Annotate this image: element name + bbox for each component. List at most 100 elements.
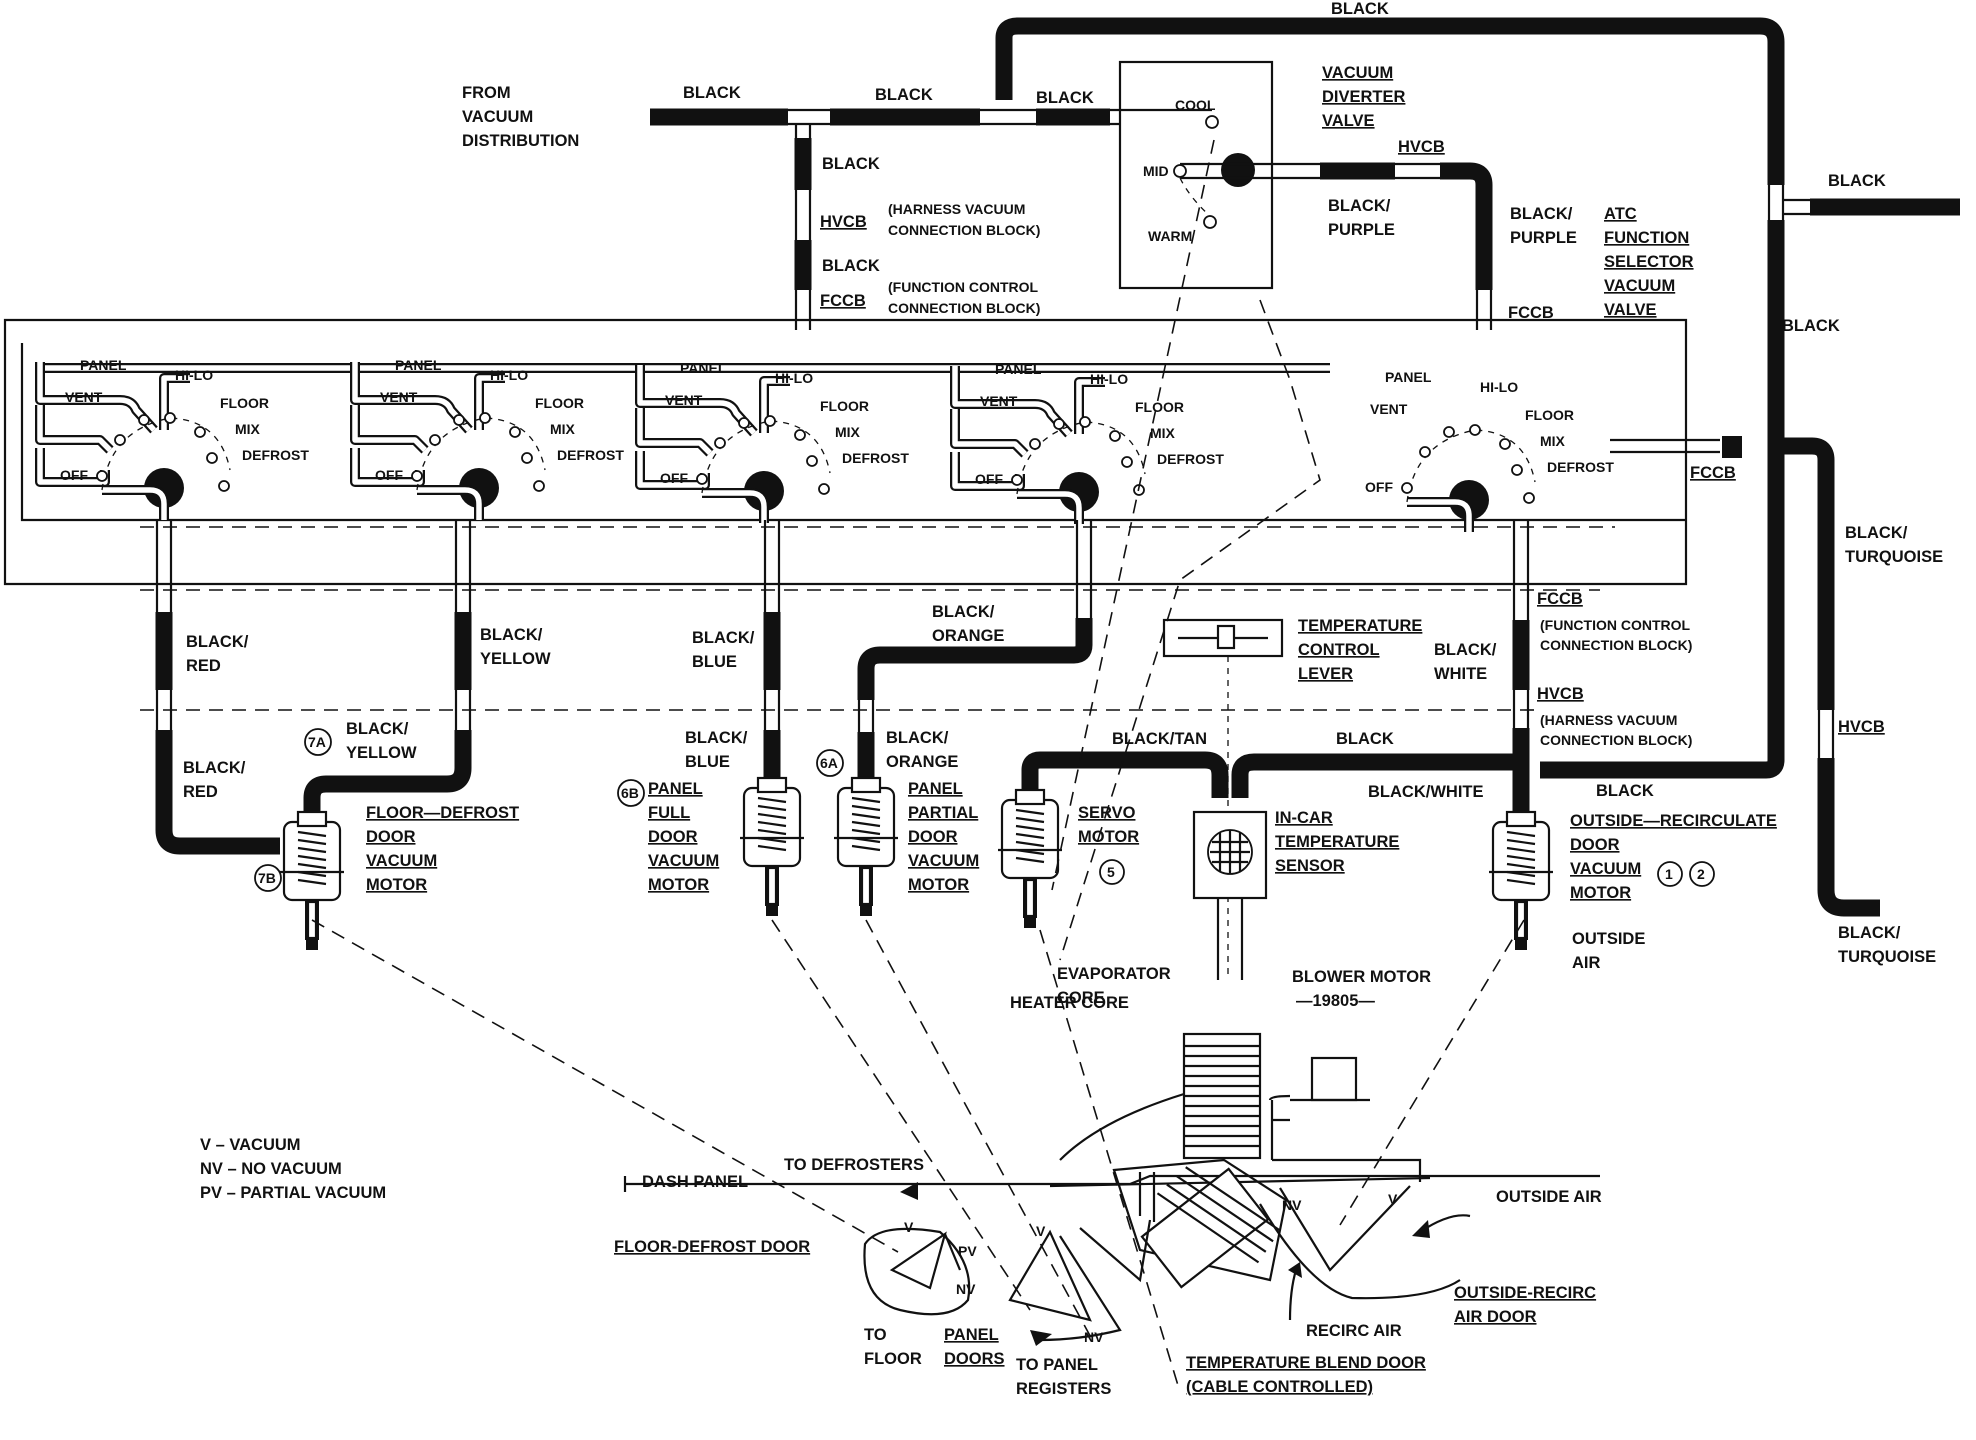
selector-off-label: OFF — [375, 467, 403, 483]
svg-text:PV – PARTIAL VACUUM: PV – PARTIAL VACUUM — [200, 1184, 386, 1202]
svg-text:BLACK/: BLACK/ — [1838, 924, 1901, 942]
svg-text:FCCB: FCCB — [1537, 590, 1583, 608]
diverter-warm: WARM — [1148, 228, 1192, 244]
linkage-lines — [311, 139, 1525, 1393]
selector-panel-label: PANEL — [995, 361, 1042, 377]
svg-text:PANEL: PANEL — [648, 780, 703, 798]
blower-motor — [1268, 1056, 1422, 1182]
svg-text:BLACK: BLACK — [1036, 89, 1094, 107]
selector-off-label: OFF — [975, 471, 1003, 487]
svg-text:NV – NO VACUUM: NV – NO VACUUM — [200, 1160, 342, 1178]
selector-floor-label: FLOOR — [1525, 407, 1574, 423]
svg-text:DOOR: DOOR — [366, 828, 416, 846]
svg-text:RECIRC AIR: RECIRC AIR — [1306, 1322, 1402, 1340]
dash-panel — [623, 1174, 1600, 1192]
svg-text:V – VACUUM: V – VACUUM — [200, 1136, 301, 1154]
outside-recirc-motor — [1489, 810, 1553, 950]
svg-text:CONTROL: CONTROL — [1298, 641, 1380, 659]
fccb-top-label: FCCB (FUNCTION CONTROL CONNECTION BLOCK) — [820, 279, 1040, 316]
svg-text:2: 2 — [1697, 866, 1705, 882]
selector-units: PANEL VENT OFF HI-LO FLOOR MIX DEFROST PANEL VEN… — [35, 357, 1614, 532]
svg-text:VACUUM: VACUUM — [1604, 277, 1675, 295]
defroster-arrow — [900, 1182, 918, 1200]
hose-fccb-right: FCCB — [1610, 436, 1742, 482]
selector-mix-label: MIX — [550, 421, 576, 437]
selector-off-label: OFF — [60, 467, 88, 483]
svg-text:MOTOR: MOTOR — [1078, 828, 1139, 846]
svg-text:MOTOR: MOTOR — [366, 876, 427, 894]
svg-text:BLACK: BLACK — [1596, 782, 1654, 800]
selector-defrost-label: DEFROST — [1547, 459, 1614, 475]
svg-text:FLOOR: FLOOR — [864, 1350, 922, 1368]
svg-text:AIR: AIR — [1572, 954, 1601, 972]
svg-text:7A: 7A — [308, 734, 326, 750]
hose-black-yellow: BLACK/ YELLOW BLACK/ YELLOW — [303, 520, 551, 812]
svg-text:EVAPORATOR: EVAPORATOR — [1057, 965, 1171, 983]
selector-off-label: OFF — [660, 470, 688, 486]
panel-full-motor-label: PANEL FULL DOOR VACUUM MOTOR — [648, 780, 719, 894]
selector-floor-label: FLOOR — [1135, 399, 1184, 415]
svg-text:CORE: CORE — [1057, 989, 1105, 1007]
svg-text:PARTIAL: PARTIAL — [908, 804, 978, 822]
selector-panel-label: PANEL — [1385, 369, 1432, 385]
panel-full-motor — [740, 776, 804, 916]
hose-black-upper-loop: BLACK BLACK BLACK BLACK — [995, 0, 1960, 800]
vacuum-diverter-valve: COOL MID WARM VACUUM DIVERTER VALVE — [1118, 60, 1406, 290]
svg-text:HVCB: HVCB — [1537, 685, 1584, 703]
svg-text:FCCB: FCCB — [1508, 304, 1554, 322]
svg-text:NV: NV — [1084, 1329, 1104, 1345]
selector-defrost-label: DEFROST — [557, 447, 624, 463]
svg-text:FULL: FULL — [648, 804, 690, 822]
svg-text:RED: RED — [183, 783, 218, 801]
svg-text:SELECTOR: SELECTOR — [1604, 253, 1694, 271]
svg-text:DOOR: DOOR — [908, 828, 958, 846]
selector-hilo-label: HI-LO — [1090, 371, 1128, 387]
hose-black-white: BLACK/ WHITE BLACK/WHITE FCCB (FUNCTION … — [1368, 520, 1692, 812]
housing-labels: HEATER CORE EVAPORATOR CORE BLOWER MOTOR… — [614, 965, 1602, 1398]
svg-text:BLACK/: BLACK/ — [183, 759, 246, 777]
servo-motor — [998, 788, 1062, 928]
svg-text:BLACK: BLACK — [1331, 0, 1389, 18]
selector-defrost-label: DEFROST — [842, 450, 909, 466]
svg-text:TURQUOISE: TURQUOISE — [1838, 948, 1936, 966]
svg-text:TO: TO — [864, 1326, 887, 1344]
panel-partial-motor — [834, 776, 898, 916]
svg-text:PV: PV — [958, 1243, 977, 1259]
svg-text:ORANGE: ORANGE — [932, 627, 1004, 645]
hose-black-tan: BLACK/TAN BLACK — [1021, 730, 1514, 798]
selector-vent-label: VENT — [65, 389, 103, 405]
heater-core-blend — [1112, 1158, 1288, 1289]
svg-text:BLACK/: BLACK/ — [886, 729, 949, 747]
svg-text:1: 1 — [1665, 866, 1673, 882]
diverter-cool: COOL — [1175, 97, 1216, 113]
svg-text:CONNECTION BLOCK): CONNECTION BLOCK) — [888, 222, 1040, 238]
floor-defrost-door — [863, 1227, 971, 1316]
svg-text:CONNECTION BLOCK): CONNECTION BLOCK) — [888, 300, 1040, 316]
recirc-air-arrow — [1288, 1269, 1298, 1321]
outside-recirc-motor-label: OUTSIDE—RECIRCULATE DOOR VACUUM MOTOR OU… — [1570, 812, 1777, 972]
incar-temperature-sensor: IN-CAR TEMPERATURE SENSOR — [1192, 809, 1399, 980]
svg-text:FROM: FROM — [462, 84, 511, 102]
selector-vent-label: VENT — [380, 389, 418, 405]
svg-text:BLACK/: BLACK/ — [1434, 641, 1497, 659]
function-selector-panel — [3, 318, 1688, 711]
svg-text:BLACK/TAN: BLACK/TAN — [1112, 730, 1207, 748]
svg-text:WHITE: WHITE — [1434, 665, 1487, 683]
selector-defrost-label: DEFROST — [242, 447, 309, 463]
svg-text:YELLOW: YELLOW — [480, 650, 551, 668]
svg-text:DASH PANEL: DASH PANEL — [642, 1173, 748, 1191]
svg-text:IN-CAR: IN-CAR — [1275, 809, 1333, 827]
svg-text:FUNCTION: FUNCTION — [1604, 229, 1689, 247]
callout-6a: 6A — [816, 749, 844, 777]
svg-text:TURQUOISE: TURQUOISE — [1845, 548, 1943, 566]
svg-text:DOOR: DOOR — [648, 828, 698, 846]
svg-text:TEMPERATURE: TEMPERATURE — [1275, 833, 1399, 851]
svg-text:PANEL: PANEL — [908, 780, 963, 798]
svg-text:BLACK/: BLACK/ — [692, 629, 755, 647]
panel-door-triangles — [1008, 1219, 1152, 1342]
selector-hilo-label: HI-LO — [775, 370, 813, 386]
